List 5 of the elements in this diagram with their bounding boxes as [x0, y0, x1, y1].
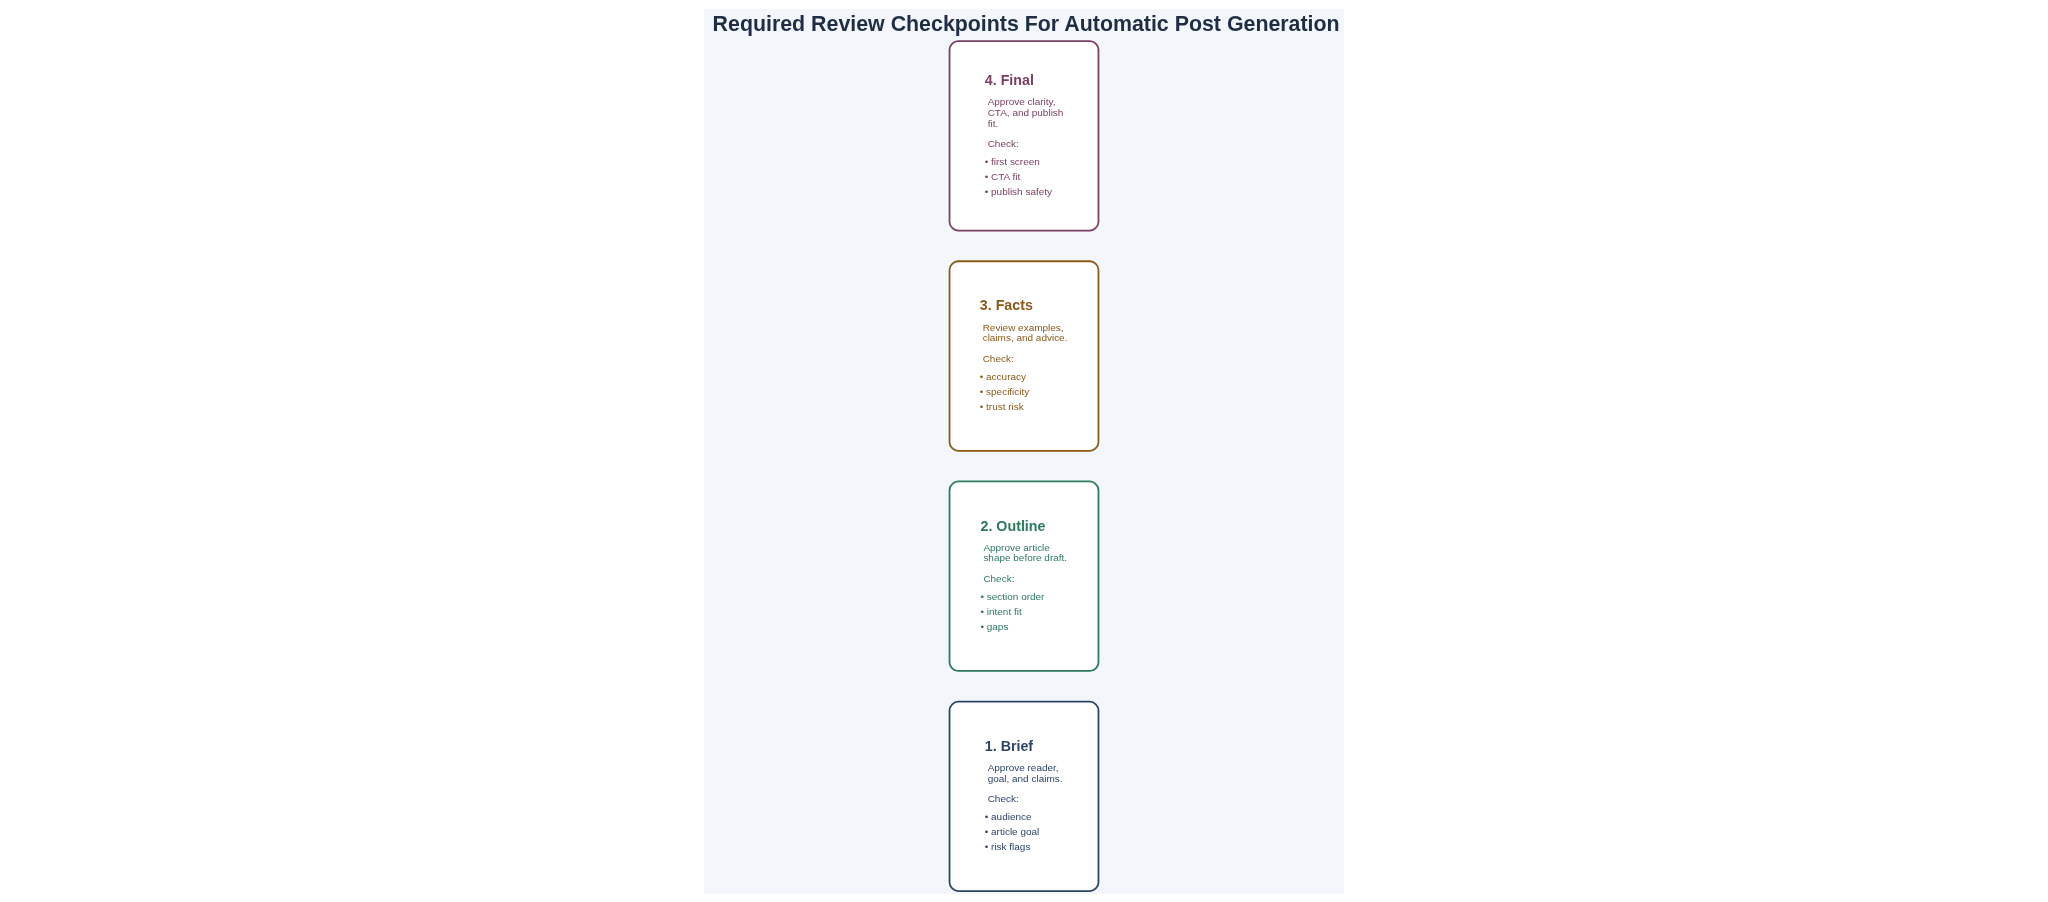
diagram-title: Required Review Checkpoints For Automatic Post Generation — [712, 11, 1340, 36]
node-box: 3. Facts Review examples, claims, and advice. Check: • accuracy • specificity • trust risk — [948, 259, 1100, 452]
node-box: 1. Brief Approve reader, goal, and claims. Check: • audience • article goal • risk flags — [948, 700, 1100, 892]
node-box: 4. Final Approve clarity, CTA, and publish fit. Check: • first screen • CTA fit • publish safety — [948, 39, 1100, 231]
node-box: 2. Outline Approve article shape before draft. Check: • section order • intent fit • gaps — [948, 480, 1100, 672]
